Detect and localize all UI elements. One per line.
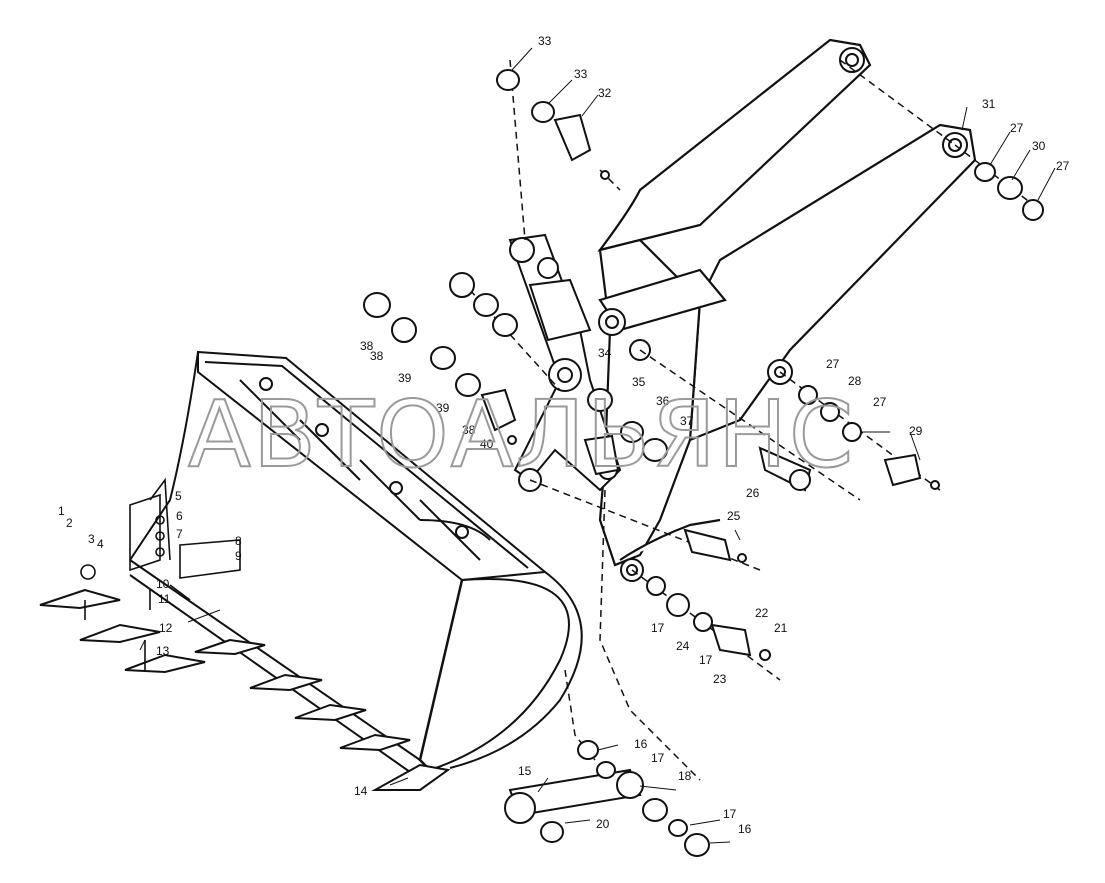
- callout-35: 35: [632, 375, 646, 389]
- callout-34: 34: [598, 346, 612, 360]
- callout-16-upper: 16: [634, 737, 648, 751]
- callout-39-a: 39: [398, 371, 412, 385]
- callout-38-a: 38: [370, 349, 384, 363]
- callout-36: 36: [656, 394, 670, 408]
- callout-16-lower: 16: [738, 822, 752, 836]
- bell-crank: [508, 233, 622, 492]
- callout-40: 40: [480, 437, 494, 451]
- callout-21: 21: [774, 621, 788, 635]
- callout-29: 29: [909, 424, 923, 438]
- callout-5: 5: [175, 489, 182, 503]
- callout-4: 4: [97, 537, 104, 551]
- tooth-hardware: [80, 477, 241, 670]
- callout-27-b: 27: [1056, 159, 1070, 173]
- callout-33-mid: 33: [574, 67, 588, 81]
- callout-14: 14: [354, 784, 368, 798]
- callout-38-c: 38: [360, 339, 374, 353]
- callout-28: 28: [848, 374, 862, 388]
- callout-13: 13: [156, 644, 170, 658]
- callout-17-c: 17: [651, 751, 665, 765]
- callout-8: 8: [235, 534, 242, 548]
- callout-15: 15: [518, 764, 532, 778]
- callout-18: 18: [678, 769, 692, 783]
- watermark-text: АВТОАЛЬЯНС: [188, 381, 855, 488]
- bucket: [129, 350, 583, 773]
- callout-23: 23: [713, 672, 727, 686]
- callout-17-b: 17: [699, 653, 713, 667]
- callout-1: 1: [58, 504, 65, 518]
- callout-37: 37: [680, 414, 694, 428]
- callout-26: 26: [746, 486, 760, 500]
- callout-2: 2: [66, 516, 73, 530]
- callout-27-d: 27: [873, 395, 887, 409]
- callout-31: 31: [982, 97, 996, 111]
- callout-25: 25: [727, 509, 741, 523]
- callout-labels: 1 2 3 4 5 6 7 8 9 10 11 12 13 14 15 16 1…: [58, 34, 1070, 836]
- pins-and-bushings: [363, 69, 1044, 857]
- callout-38-b: 38: [462, 423, 476, 437]
- callout-17-a: 17: [651, 621, 665, 635]
- callout-7: 7: [176, 527, 183, 541]
- callout-12: 12: [159, 621, 173, 635]
- callout-32: 32: [598, 86, 612, 100]
- callout-10: 10: [156, 577, 170, 591]
- callout-39-b: 39: [436, 401, 450, 415]
- callout-27-a: 27: [1010, 121, 1024, 135]
- callout-20: 20: [596, 817, 610, 831]
- bucket-teeth: [39, 588, 451, 791]
- callout-6: 6: [176, 509, 183, 523]
- callout-22: 22: [755, 606, 769, 620]
- callout-9: 9: [235, 549, 242, 563]
- callout-33-top: 33: [538, 34, 552, 48]
- callout-24: 24: [676, 639, 690, 653]
- callout-leaders: [139, 47, 1056, 844]
- callout-17-d: 17: [723, 807, 737, 821]
- callout-11: 11: [158, 592, 171, 606]
- callout-3: 3: [88, 532, 95, 546]
- callout-27-c: 27: [826, 357, 840, 371]
- callout-30: 30: [1032, 139, 1046, 153]
